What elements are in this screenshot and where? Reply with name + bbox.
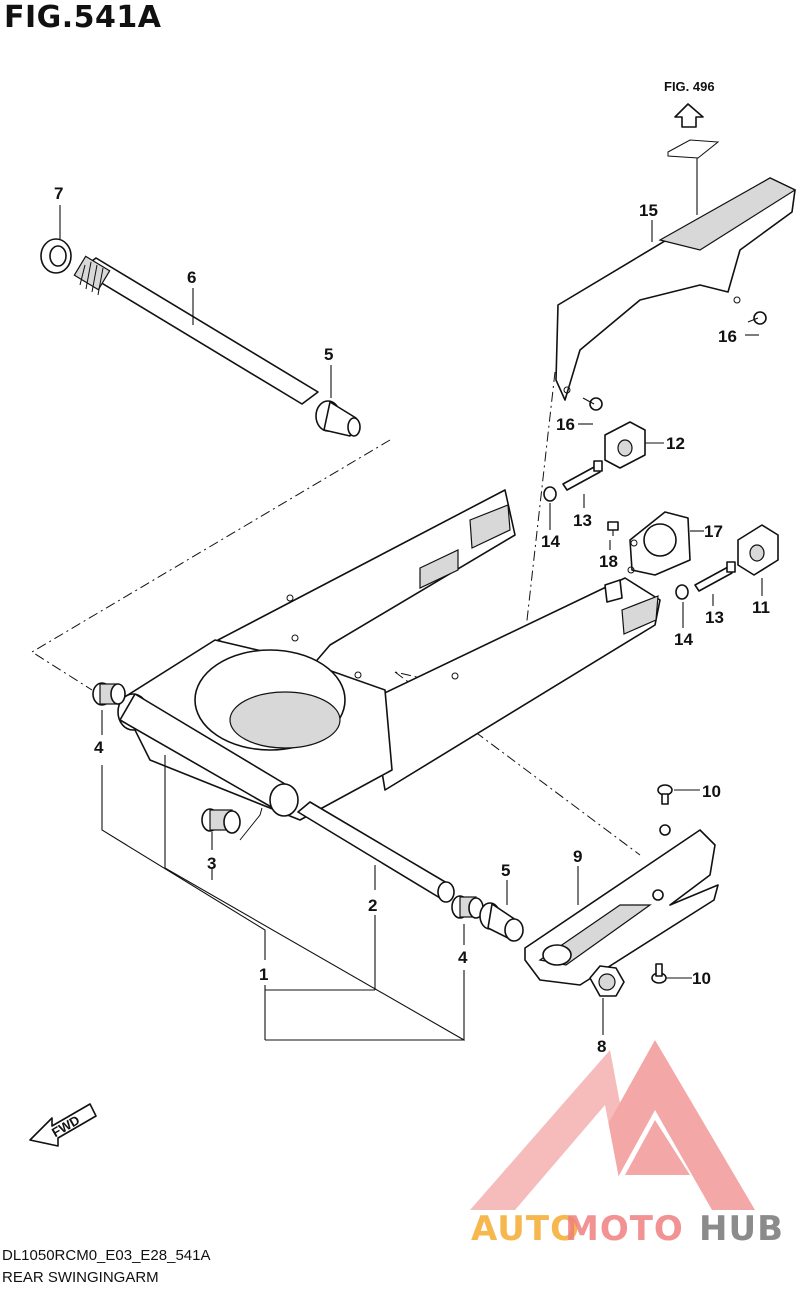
assembly-guide-line-3	[394, 671, 641, 856]
callout-14-lower: 14	[674, 630, 693, 649]
callout-15: 15	[639, 201, 658, 220]
swingarm-part-1	[117, 489, 661, 821]
callout-10-lower: 10	[692, 969, 711, 988]
chain-guard-part-15	[555, 177, 797, 401]
assembly-guide-line	[31, 439, 391, 691]
adjuster-part-12	[604, 421, 646, 469]
callout-13-lower: 13	[705, 608, 724, 627]
callout-18: 18	[599, 552, 618, 571]
nut-part-8	[589, 965, 625, 997]
callout-7: 7	[54, 184, 63, 203]
callout-17: 17	[704, 522, 723, 541]
screw-part-10-lower	[651, 963, 667, 984]
figure-title: FIG.541A	[4, 0, 162, 35]
spacer-part-2	[297, 801, 455, 903]
bolt-part-16-upper	[747, 311, 767, 325]
adjuster-part-11	[737, 524, 779, 576]
callout-5-bottom: 5	[501, 861, 510, 880]
watermark-text-moto: MOTO	[565, 1209, 684, 1249]
figure-reference: FIG. 496	[664, 79, 715, 94]
watermark-logo	[470, 1040, 755, 1210]
forward-arrow: FWD	[29, 1103, 97, 1147]
screw-part-10-upper	[657, 784, 673, 805]
callout-11: 11	[752, 598, 770, 617]
pivot-shaft-part-6	[73, 255, 319, 405]
needle-bearing-part-3	[201, 807, 263, 841]
callout-4-left: 4	[94, 738, 104, 757]
watermark-text-hub: HUB	[699, 1209, 784, 1249]
callout-16-upper: 16	[718, 327, 737, 346]
callout-12: 12	[666, 434, 685, 453]
bolt-part-16-lower	[582, 397, 603, 411]
bearing-part-4-right	[451, 895, 484, 919]
callout-10-upper: 10	[702, 782, 721, 801]
callout-3: 3	[207, 854, 216, 873]
bearing-part-4-left	[92, 682, 126, 706]
section-name: REAR SWINGINGARM	[2, 1269, 159, 1286]
adjuster-bolt-part-13-lower	[694, 561, 736, 592]
washer-part-14-lower	[675, 584, 689, 600]
fig-ref-arrow	[667, 103, 720, 215]
washer-part-14-upper	[543, 486, 557, 502]
collar-part-5-bottom	[479, 902, 524, 942]
adjuster-bolt-part-13-upper	[562, 460, 603, 491]
plate-part-17	[627, 511, 691, 576]
callout-2: 2	[368, 896, 377, 915]
callout-16-lower: 16	[556, 415, 575, 434]
callout-9: 9	[573, 847, 582, 866]
callout-1: 1	[259, 965, 268, 984]
callout-8: 8	[597, 1037, 606, 1056]
callout-5-top: 5	[324, 345, 333, 364]
callout-4-right: 4	[458, 948, 468, 967]
callout-14-upper: 14	[541, 532, 560, 551]
lock-nut-part-7	[40, 238, 72, 274]
leader-lines	[59, 205, 763, 1041]
collar-part-5-top	[315, 400, 361, 437]
watermark-text-auto: AUTO	[471, 1209, 580, 1249]
screw-part-18	[607, 521, 619, 536]
callout-13-upper: 13	[573, 511, 592, 530]
model-code: DL1050RCM0_E03_E28_541A	[2, 1247, 211, 1264]
callout-6: 6	[187, 268, 196, 287]
chain-slider-part-9	[524, 824, 719, 986]
